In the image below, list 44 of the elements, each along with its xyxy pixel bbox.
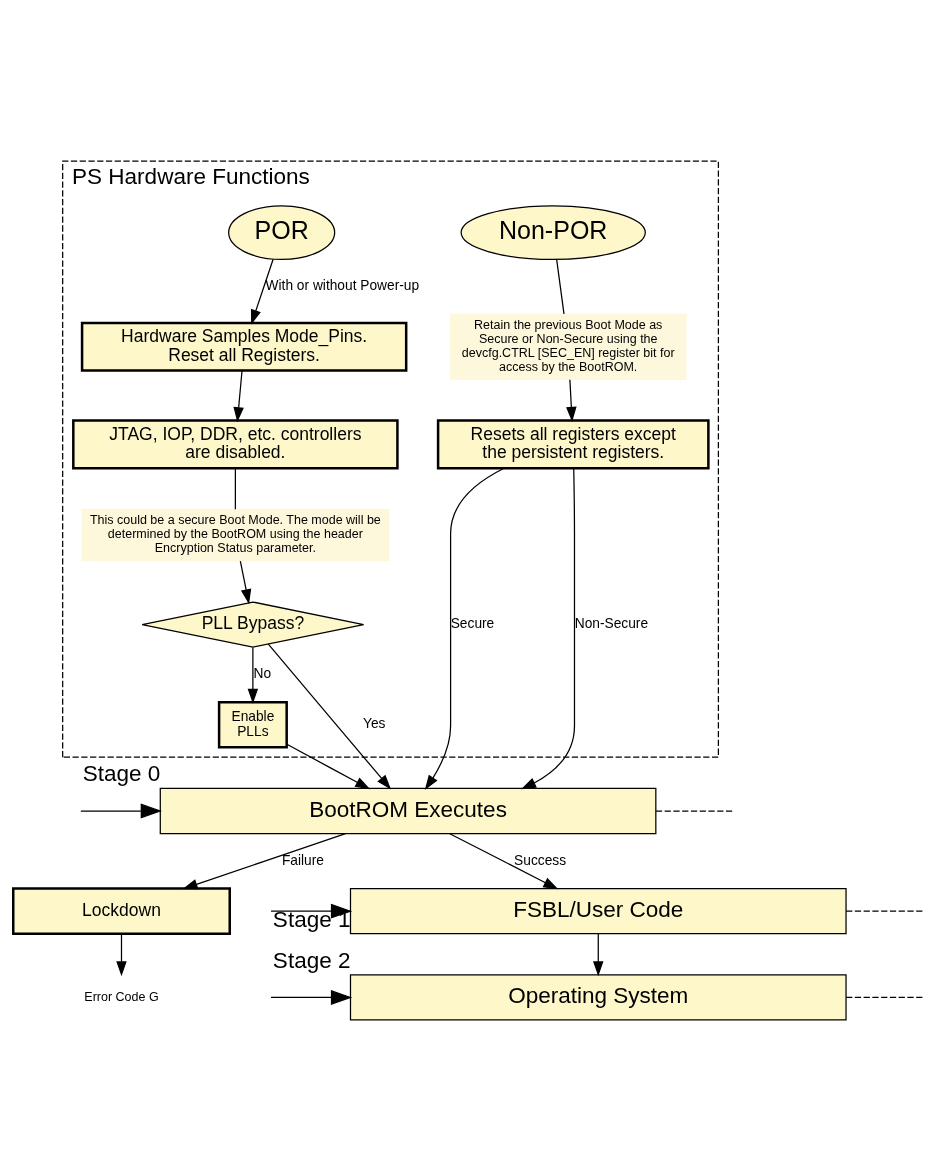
edge-label: No [253, 665, 272, 681]
node-ellipse: POR [228, 204, 336, 260]
arrow [239, 559, 252, 604]
arrow [424, 467, 505, 790]
node-box: Operating System [349, 973, 847, 1021]
arrow [566, 378, 577, 422]
connector [845, 996, 926, 998]
arrow [247, 646, 259, 704]
connector [845, 910, 926, 912]
arrow [250, 258, 274, 325]
arrow [267, 643, 392, 790]
edge-label: With or without Power-up [265, 277, 420, 293]
arrow [521, 467, 576, 789]
node-box: JTAG, IOP, DDR, etc. controllers are disabled. [72, 418, 399, 469]
connector [234, 467, 236, 510]
node-box: Enable PLLs [217, 700, 288, 748]
edge-label: Non-Secure [574, 615, 649, 631]
arrow [270, 903, 353, 919]
node-diamond: PLL Bypass? [141, 600, 365, 648]
arrow [182, 832, 347, 889]
node-box: BootROM Executes [159, 787, 657, 834]
node-label: Stage 0 [82, 760, 161, 786]
node-label: Stage 2 [272, 947, 351, 973]
connector [655, 809, 736, 812]
arrow [593, 932, 604, 976]
arrow [286, 743, 371, 789]
arrow [80, 803, 162, 818]
node-box: FSBL/User Code [349, 887, 847, 934]
edge-label: Success [514, 852, 567, 868]
node-box: Resets all registers except the persistent registers. [436, 418, 710, 469]
node-box: This could be a secure Boot Mode. The mode will be determined by the BootROM using the header Encryption Status parameter. [81, 508, 390, 561]
node-box: Retain the previous Boot Mode as Secure or Non-Secure using the devcfg.CTRL [SEC_EN] register bit for access by the BootROM. [449, 313, 687, 380]
node-ellipse: Non-POR [460, 204, 646, 260]
edge-label: Yes [363, 715, 386, 731]
node-text: Error Code G [84, 989, 159, 1004]
node-box: Lockdown [12, 886, 231, 935]
connector [556, 258, 565, 314]
arrow [449, 832, 559, 889]
arrow [270, 989, 353, 1005]
edge-label: Failure [281, 852, 324, 868]
node-box: Hardware Samples Mode_Pins. Reset all Registers. [80, 321, 408, 372]
arrow [116, 932, 127, 976]
edge-label: Secure [450, 615, 495, 631]
arrow [233, 369, 244, 422]
